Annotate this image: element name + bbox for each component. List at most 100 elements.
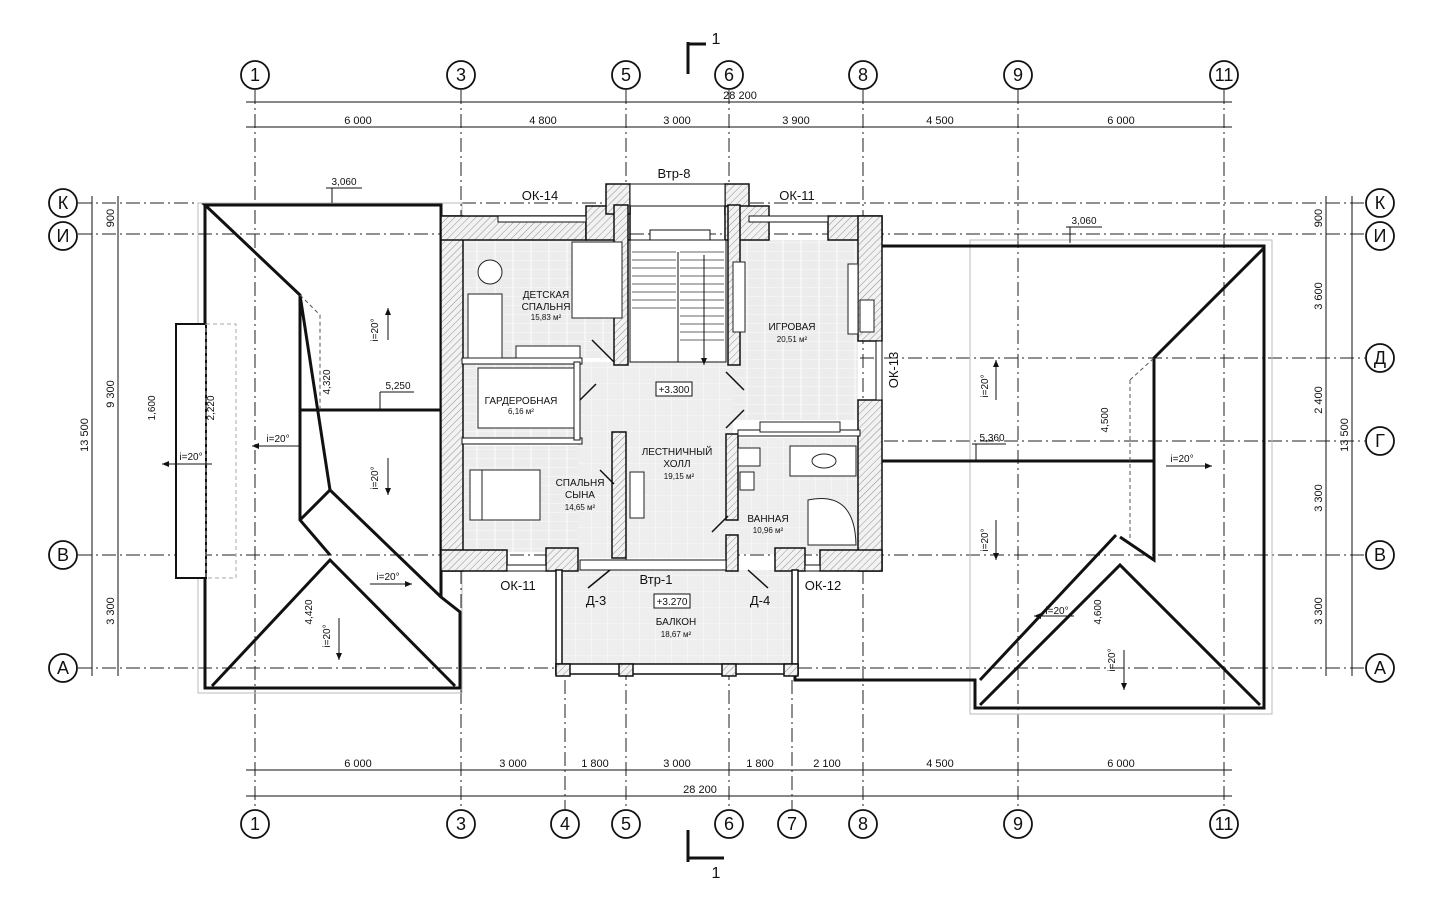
dim: 4 500 (926, 115, 954, 127)
door-swings (579, 339, 769, 589)
axis-label: В (1374, 545, 1386, 565)
room-name: ВАННАЯ (747, 514, 788, 525)
axis-label: Г (1375, 431, 1385, 451)
dimensions-right: 900 3 600 2 400 3 300 3 300 13 500 (1313, 196, 1353, 676)
dim: 4 500 (926, 758, 954, 770)
room-area: 15,83 м² (531, 313, 562, 322)
room-name: СПАЛЬНЯ (522, 302, 571, 313)
axis-label: 6 (724, 65, 734, 85)
dim: 6 000 (344, 115, 372, 127)
door-label: Д-3 (586, 593, 606, 608)
axis-label: 11 (1215, 814, 1234, 834)
axis-label: 1 (250, 814, 260, 834)
roof-mark: 4,420 (304, 599, 315, 624)
roof-mark: 3,060 (331, 177, 356, 188)
dimensions-left: 900 9 300 3 300 13 500 (79, 196, 119, 676)
dim: 2 100 (813, 758, 841, 770)
dim-total: 28 200 (683, 784, 717, 796)
dim-total: 13 500 (79, 418, 91, 452)
slope-label: i=20° (1170, 454, 1193, 465)
room-area: 14,65 м² (565, 503, 596, 512)
axis-label: 6 (724, 814, 734, 834)
axis-label: 8 (858, 65, 868, 85)
slope-label: i=20° (980, 528, 991, 551)
dim: 3 300 (1313, 597, 1325, 625)
room-area: 20,51 м² (777, 335, 808, 344)
window-label: Втр-1 (640, 572, 673, 587)
roof-mark: 4,320 (322, 369, 333, 394)
dim: 4 800 (529, 115, 557, 127)
roof-annotations: i=20° i=20° i=20° i=20° i=20° i=20° i=20… (147, 177, 1212, 690)
roof-mark: 4,500 (1100, 407, 1111, 432)
slope-label: i=20° (370, 318, 381, 341)
room-name: ИГРОВАЯ (768, 322, 815, 333)
axis-label: 9 (1013, 65, 1023, 85)
dim: 3 000 (663, 758, 691, 770)
axis-label: А (57, 658, 69, 678)
axis-label: В (57, 545, 69, 565)
staircase (629, 229, 727, 365)
room-area: 10,96 м² (753, 526, 784, 535)
window-label: ОК-12 (805, 578, 841, 593)
axis-label: 5 (621, 814, 631, 834)
roof-mark: 1,600 (147, 395, 158, 420)
dim: 900 (1313, 209, 1325, 227)
dim: 6 000 (1107, 758, 1135, 770)
roof-mark: 5,250 (385, 381, 410, 392)
axis-label: Д (1374, 348, 1386, 368)
slope-label: i=20° (376, 572, 399, 583)
axis-bubbles-right: К И Д Г В А (1365, 188, 1395, 683)
door-label: Д-4 (750, 593, 770, 608)
axis-label: И (1374, 226, 1387, 246)
dim: 6 000 (344, 758, 372, 770)
room-name: БАЛКОН (656, 617, 697, 628)
slope-label: i=20° (980, 374, 991, 397)
windows (497, 183, 883, 572)
slope-label: i=20° (266, 434, 289, 445)
level-balcony: +3.270 (657, 597, 688, 608)
roof-right (793, 239, 1273, 715)
level-hall: +3.300 (659, 385, 690, 396)
axis-label: К (58, 193, 69, 213)
section-mark-top: 1 (686, 31, 721, 74)
room-name: ХОЛЛ (663, 459, 690, 470)
room-labels: ДЕТСКАЯ СПАЛЬНЯ 15,83 м² ИГРОВАЯ 20,51 м… (485, 290, 816, 639)
dim: 6 000 (1107, 115, 1135, 127)
axis-label: 7 (787, 814, 797, 834)
window-label: Втр-8 (658, 166, 691, 181)
dim: 3 600 (1313, 282, 1325, 310)
room-name: ДЕТСКАЯ (523, 290, 570, 301)
room-area: 18,67 м² (661, 630, 692, 639)
window-label: ОК-14 (522, 188, 558, 203)
axis-label: 3 (456, 814, 466, 834)
dimensions-top: 28 200 6 000 4 800 3 000 3 900 4 500 6 0… (246, 90, 1232, 128)
room-name: ЛЕСТНИЧНЫЙ (642, 445, 713, 458)
axis-label: 5 (621, 65, 631, 85)
level-marks: +3.300 +3.270 (653, 381, 693, 609)
dim: 3 300 (1313, 484, 1325, 512)
axis-label: 3 (456, 65, 466, 85)
slope-label: i=20° (1045, 606, 1068, 617)
axis-label: 11 (1215, 65, 1234, 85)
dimensions-bottom: 6 000 3 000 1 800 3 000 1 800 2 100 4 50… (246, 758, 1232, 797)
dim: 9 300 (105, 380, 117, 408)
section-label: 1 (712, 865, 721, 882)
dim: 3 900 (782, 115, 810, 127)
room-area: 19,15 м² (664, 472, 695, 481)
room-name: СЫНА (565, 490, 595, 501)
axis-label: 8 (858, 814, 868, 834)
roof-mark: 3,060 (1071, 216, 1096, 227)
slope-label: i=20° (370, 466, 381, 489)
axis-bubbles-top: 1 3 5 6 8 9 11 (240, 60, 1239, 90)
axis-bubbles-left: К И В А (48, 188, 78, 683)
slope-label: i=20° (179, 452, 202, 463)
dim: 1 800 (746, 758, 774, 770)
window-label: ОК-11 (779, 188, 815, 203)
window-label: ОК-13 (886, 352, 901, 388)
axis-label: И (57, 226, 70, 246)
roof-left (175, 202, 463, 694)
dim: 1 800 (581, 758, 609, 770)
roof-mark: 2,220 (206, 395, 217, 420)
axis-label: А (1374, 658, 1386, 678)
opening-labels: ОК-14 Втр-8 ОК-11 ОК-13 ОК-11 ОК-12 Втр-… (500, 166, 901, 608)
